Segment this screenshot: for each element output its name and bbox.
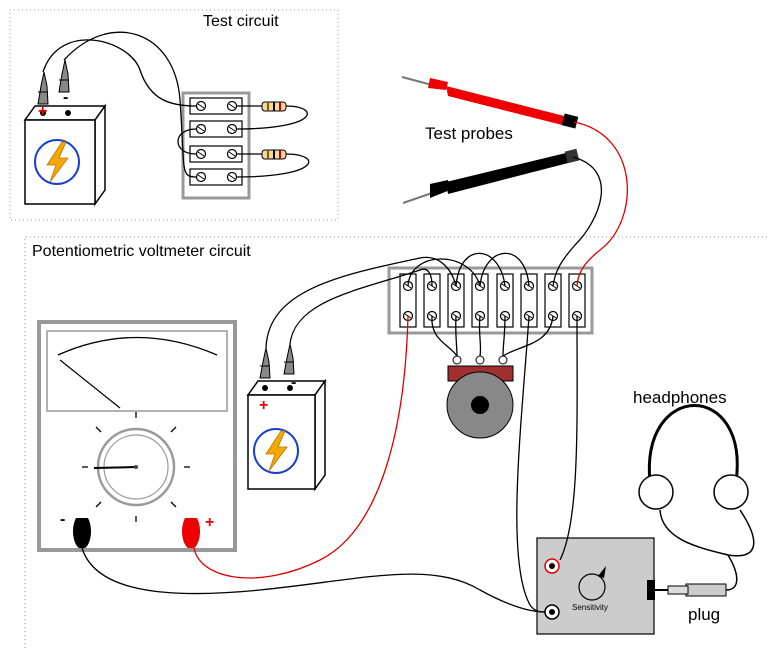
lightning-bolt-icon	[253, 428, 299, 474]
test-battery-minus: -	[63, 89, 69, 106]
alligator-clip-icon	[37, 59, 70, 105]
meter-minus: -	[60, 511, 66, 528]
headphones-label: headphones	[633, 388, 727, 407]
battery-potentiometric	[246, 343, 327, 492]
test-circuit	[23, 31, 310, 207]
terminal-strip-test	[181, 91, 251, 200]
resistor-icon	[235, 101, 310, 178]
sensitivity-label: Sensitivity	[572, 603, 609, 612]
analog-meter	[37, 320, 237, 552]
wires	[81, 121, 628, 613]
region-borders	[9, 9, 769, 648]
potentiometer-icon	[446, 355, 514, 439]
battery-test	[23, 103, 107, 207]
headphones-icon	[638, 404, 755, 597]
pot-battery-plus: +	[259, 397, 269, 414]
alligator-clip-icon	[259, 343, 295, 379]
test-probes	[401, 76, 580, 204]
potentiometric-region	[24, 236, 769, 648]
test-circuit-wires	[42, 31, 197, 178]
test-circuit-label: Test circuit	[203, 13, 279, 30]
test-probes-label: Test probes	[425, 124, 513, 143]
sensitivity-box	[536, 537, 655, 635]
test-battery-plus: +	[38, 103, 48, 120]
meter-dial-icon	[82, 412, 190, 522]
test-circuit-region	[9, 9, 339, 221]
meter-plus: +	[205, 514, 215, 531]
potentiometric-circuit-label: Potentiometric voltmeter circuit	[32, 243, 251, 260]
plug-label: plug	[688, 605, 721, 624]
pot-battery-minus: -	[291, 374, 297, 391]
terminal-strip-main	[387, 266, 594, 335]
lightning-bolt-icon	[34, 139, 80, 185]
